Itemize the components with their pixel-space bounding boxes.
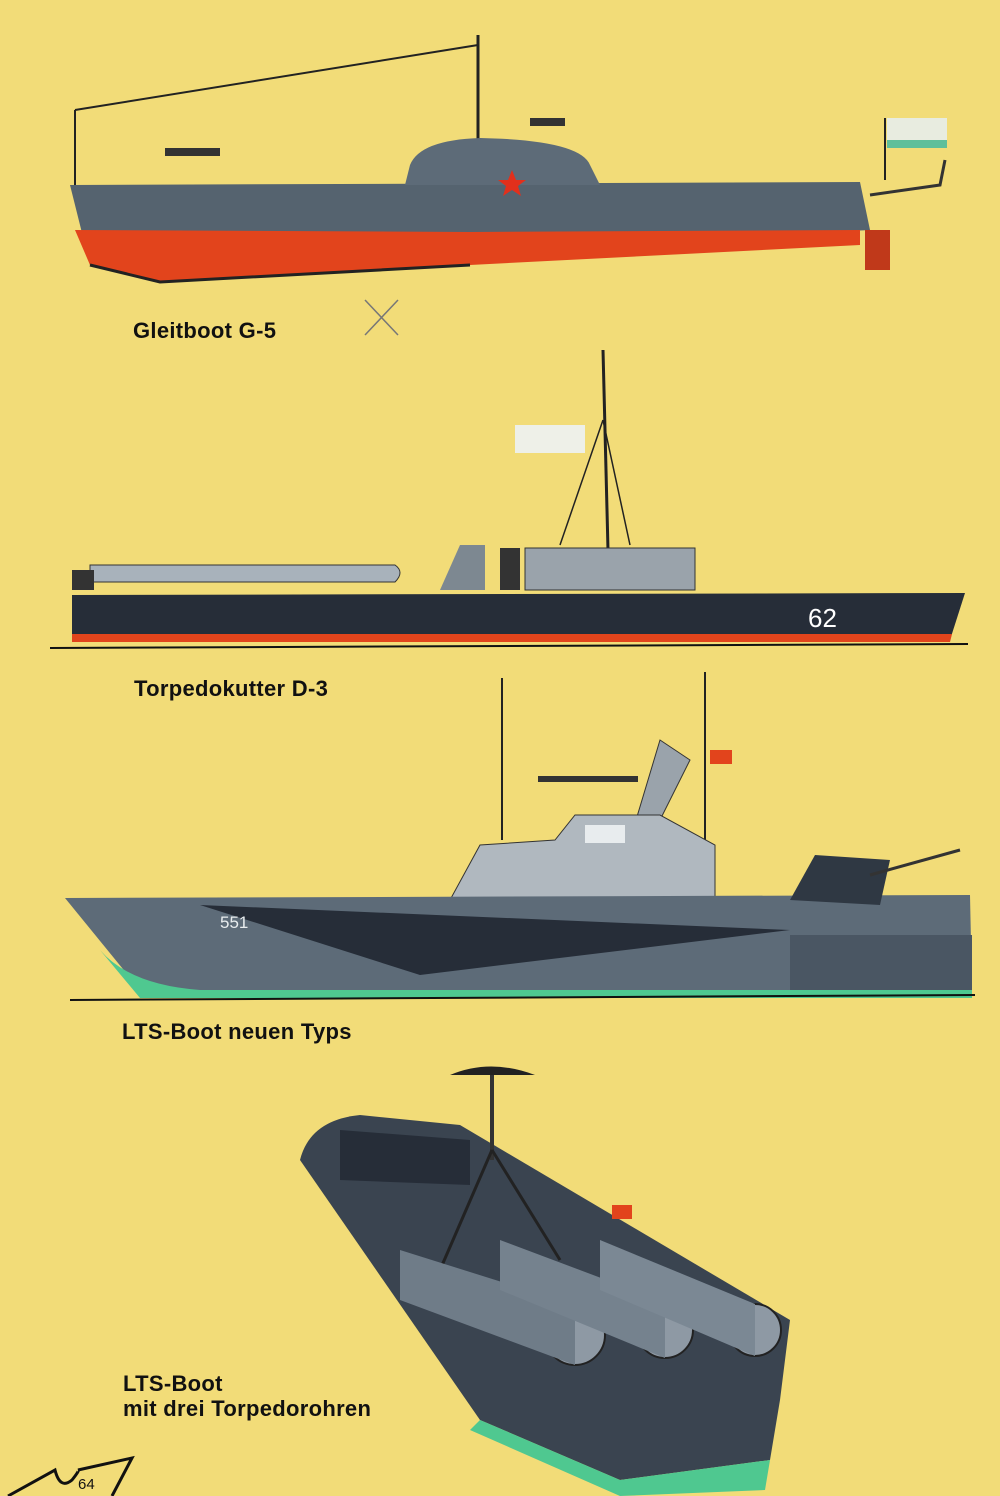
lts-boot-neuen-typs-illustration: 551 xyxy=(65,672,976,1001)
caption-lts-boot-line1: LTS-Boot xyxy=(123,1371,223,1396)
torpedokutter-d3-illustration: 62 xyxy=(49,349,969,649)
page-number-marker xyxy=(7,1455,135,1496)
caption-gleitboot-g5: Gleitboot G-5 xyxy=(133,318,277,343)
hull-number-lts-new: 551 xyxy=(220,913,248,932)
gleitboot-g5-illustration xyxy=(70,35,947,336)
caption-lts-boot-line2: mit drei Torpedorohren xyxy=(123,1396,372,1421)
hull-number-d3: 62 xyxy=(808,603,837,633)
lts-boot-drei-torpedorohren-illustration xyxy=(300,1066,790,1496)
caption-torpedokutter-d3: Torpedokutter D-3 xyxy=(134,676,329,701)
page-number: 64 xyxy=(78,1476,95,1493)
caption-lts-boot-neuen-typs: LTS-Boot neuen Typs xyxy=(122,1019,352,1044)
